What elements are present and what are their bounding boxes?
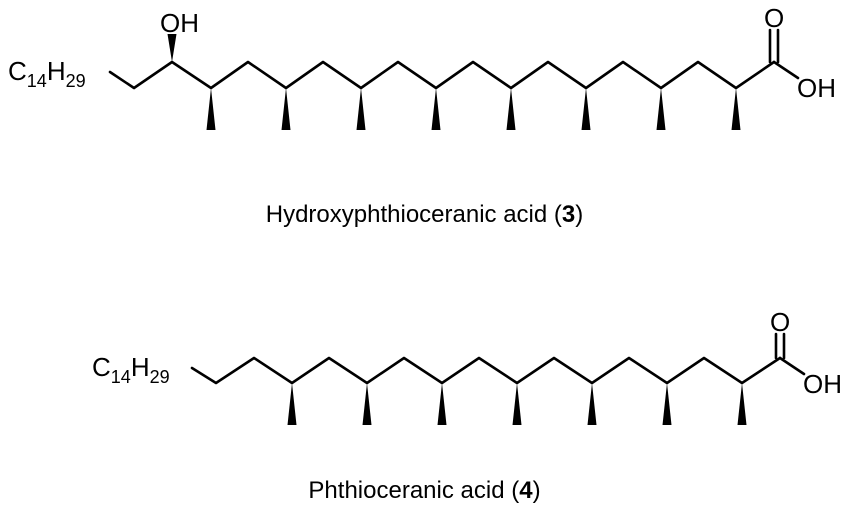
methyl-wedge-bond (206, 88, 216, 130)
methyl-branches-3 (206, 88, 741, 130)
methyl-wedge-bond (656, 88, 666, 130)
methyl-wedge-bond (737, 383, 747, 425)
methyl-wedge-bond (587, 383, 597, 425)
caption-close: ) (575, 201, 583, 228)
carbonyl-oxygen-label: O (764, 3, 784, 33)
carbonyl-oxygen-label: O (770, 307, 790, 337)
acid-hydroxyl-label: OH (803, 369, 842, 399)
carboxylic-acid-group-3: O OH (764, 3, 836, 103)
methyl-wedge-bond (512, 383, 522, 425)
methyl-wedge-bond (437, 383, 447, 425)
caption-name: Phthioceranic acid ( (308, 477, 519, 504)
molecule-hydroxyphthioceranic-acid: C14H29 OH O OH Hydroxyphthioceranic acid… (8, 3, 836, 228)
methyl-wedge-bond (287, 383, 297, 425)
substituent-carbon-count: 14 (27, 71, 47, 91)
substituent-hydrogen-count: 29 (150, 367, 170, 387)
methyl-wedge-bond (581, 88, 591, 130)
caption-4: Phthioceranic acid (4) (308, 477, 540, 504)
carbon-chain-4 (190, 356, 782, 385)
substituent-label-3: C14H29 (8, 56, 86, 91)
methyl-wedge-bond (281, 88, 291, 130)
hydroxyl-wedge-bond (167, 34, 177, 62)
substituent-carbon-count: 14 (111, 367, 131, 387)
substituent-element: C (92, 352, 111, 382)
acid-hydroxyl-label: OH (797, 73, 836, 103)
compound-number: 3 (562, 201, 575, 228)
substituent-hydrogen: H (131, 352, 150, 382)
methyl-wedge-bond (662, 383, 672, 425)
substituent-hydrogen: H (47, 56, 66, 86)
caption-3: Hydroxyphthioceranic acid (3) (266, 201, 584, 228)
substituent-label-4: C14H29 (92, 352, 170, 387)
caption-close: ) (533, 477, 541, 504)
compound-number: 4 (519, 477, 533, 504)
molecule-phthioceranic-acid: C14H29 O OH Phthioceranic acid (4) (92, 307, 842, 504)
carboxylic-acid-group-4: O OH (770, 307, 842, 399)
methyl-wedge-bond (362, 383, 372, 425)
methyl-wedge-bond (506, 88, 516, 130)
substituent-element: C (8, 56, 27, 86)
methyl-wedge-bond (431, 88, 441, 130)
carbon-chain-3 (108, 60, 776, 90)
hydroxyl-label: OH (160, 8, 199, 38)
caption-name: Hydroxyphthioceranic acid ( (266, 201, 562, 228)
methyl-branches-4 (287, 383, 747, 425)
methyl-wedge-bond (731, 88, 741, 130)
methyl-wedge-bond (356, 88, 366, 130)
substituent-hydrogen-count: 29 (66, 71, 86, 91)
